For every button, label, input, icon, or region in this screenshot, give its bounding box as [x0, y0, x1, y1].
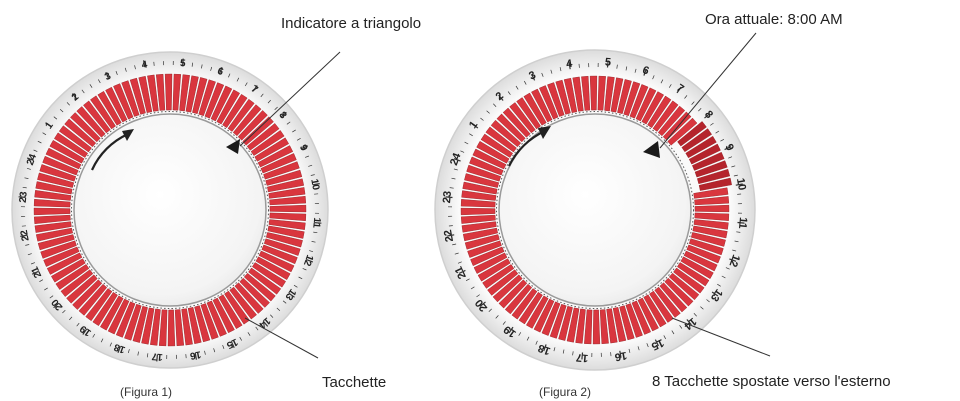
caption-figure-2: (Figura 2)	[539, 385, 591, 399]
hour-number-17: 17	[575, 351, 588, 364]
timer-segment[interactable]	[168, 310, 175, 346]
hour-number-11: 11	[310, 217, 322, 229]
hour-number-5: 5	[604, 56, 611, 68]
timer-segment[interactable]	[695, 205, 729, 212]
hour-number-23: 23	[441, 190, 454, 203]
hour-number-23: 23	[18, 191, 30, 203]
hour-number-11: 11	[736, 217, 749, 230]
timer-segment[interactable]	[590, 76, 597, 110]
hour-number-17: 17	[151, 350, 163, 362]
timer-segment[interactable]	[270, 205, 306, 212]
label-current-time: Ora attuale: 8:00 AM	[705, 11, 843, 28]
hour-number-16: 16	[614, 349, 628, 363]
timer-segment[interactable]	[165, 74, 172, 110]
dial-figure-1: 123456789101112131415161718192021222324	[12, 52, 328, 368]
label-triangle-indicator: Indicatore a triangolo	[281, 15, 421, 32]
caption-figure-1: (Figura 1)	[120, 385, 172, 399]
timer-segment[interactable]	[593, 310, 600, 344]
hour-number-22: 22	[442, 229, 456, 243]
dial-figure-2: 123456789101112131415161718192021222324	[435, 50, 755, 370]
hour-number-10: 10	[734, 177, 748, 191]
timer-segment[interactable]	[34, 208, 70, 215]
label-segments: Tacchette	[322, 374, 386, 391]
timer-segment[interactable]	[461, 208, 495, 215]
label-pushed-segments: 8 Tacchette spostate verso l'esterno	[652, 373, 891, 390]
